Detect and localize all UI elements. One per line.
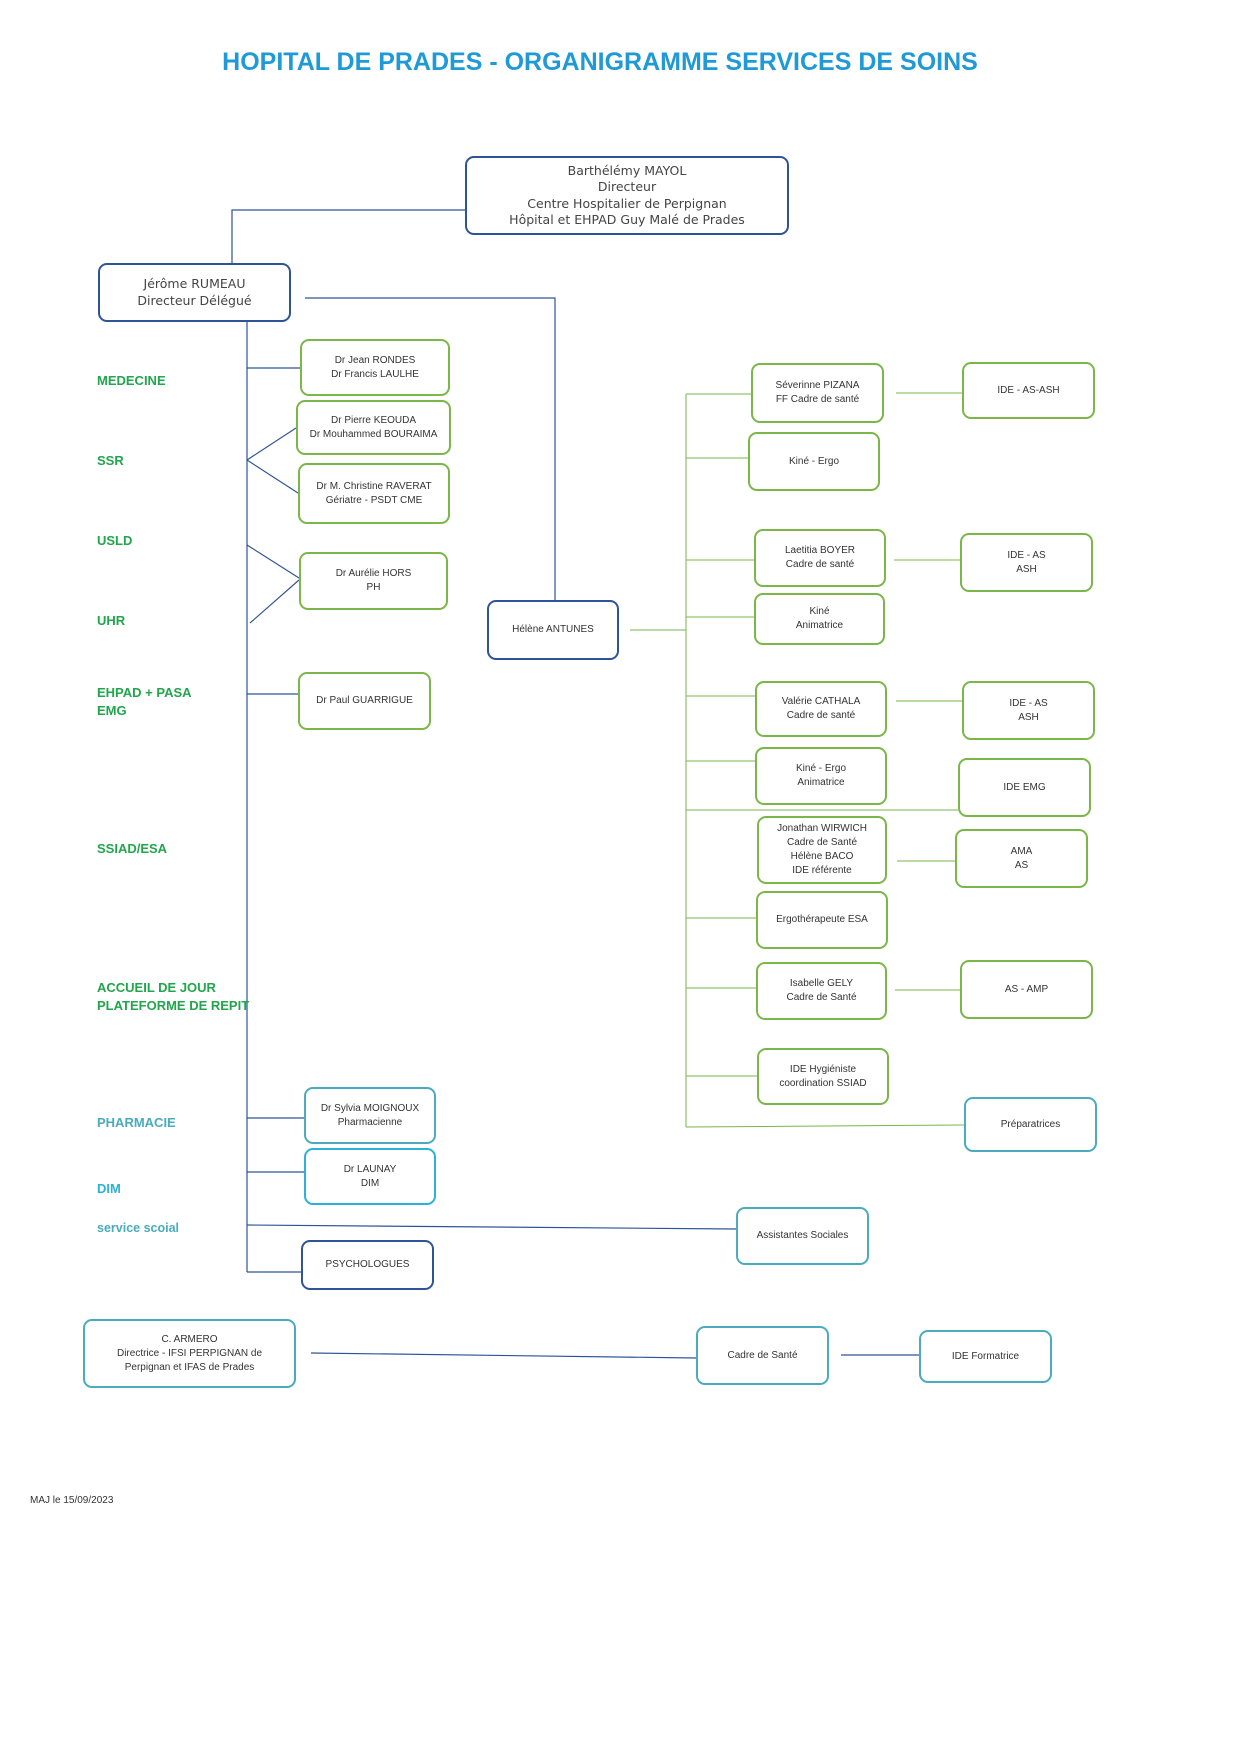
trunk-to-assistantes-line: [246, 1224, 737, 1230]
spine-to-preparatrices-line: [685, 1124, 965, 1128]
service-label-uhr: UHR: [97, 613, 126, 628]
director-site: Hôpital et EHPAD Guy Malé de Prades: [509, 211, 745, 227]
navy-connectors: [231, 209, 919, 1359]
ifsi-box-cadre: Cadre de Santé: [696, 1326, 829, 1385]
doctor-box-guarrigue: Dr Paul GUARRIGUE: [298, 672, 431, 730]
ifsi-box-formatrice: IDE Formatrice: [919, 1330, 1052, 1383]
staff-box-as-amp: AS - AMP: [960, 960, 1093, 1019]
service-label-pharmacie: PHARMACIE: [97, 1115, 176, 1130]
cadre-box-ergo: Ergothérapeute ESA: [756, 891, 888, 949]
service-label-ssiad: SSIAD/ESA: [97, 841, 168, 856]
service-label-dim: DIM: [97, 1181, 121, 1196]
staff-box-ide-as-ash-1: IDE - AS-ASH: [962, 362, 1095, 419]
green-connectors: [630, 392, 965, 1128]
director-org: Centre Hospitalier de Perpignan: [527, 195, 727, 211]
service-label-medecine: MEDECINE: [97, 373, 166, 388]
delegate-box: Jérôme RUMEAU Directeur Délégué: [98, 263, 291, 322]
armero-to-cadre-line: [310, 1352, 697, 1359]
director-role: Directeur: [597, 179, 657, 195]
trunk-to-keouda-line: [246, 427, 297, 461]
director-to-delegate-line: [231, 209, 465, 263]
psychologues-box: PSYCHOLOGUES: [301, 1240, 434, 1290]
delegate-role: Directeur Délégué: [137, 292, 252, 308]
cadre-box-kine1: Kiné - Ergo: [748, 432, 880, 491]
page-title: HOPITAL DE PRADES - ORGANIGRAMME SERVICE…: [222, 48, 978, 76]
director-name: Barthélémy MAYOL: [567, 163, 687, 178]
service-label-social: service scoial: [97, 1221, 180, 1235]
antunes-box: Hélène ANTUNES: [487, 600, 619, 660]
service-label-ssr: SSR: [97, 453, 124, 468]
trunk-to-raverat-line: [246, 459, 299, 494]
service-label-usld: USLD: [97, 533, 133, 548]
staff-box-preparatrices: Préparatrices: [964, 1097, 1097, 1152]
staff-box-ide-emg: IDE EMG: [958, 758, 1091, 817]
director-box: Barthélémy MAYOL Directeur Centre Hospit…: [465, 156, 789, 235]
delegate-to-antunes-line: [305, 297, 556, 605]
trunk-to-hors-upper-line: [246, 544, 300, 579]
staff-box-assistantes: Assistantes Sociales: [736, 1207, 869, 1265]
delegate-name: Jérôme RUMEAU: [143, 276, 246, 292]
trunk-to-hors-lower-line: [249, 579, 300, 624]
update-date: MAJ le 15/09/2023: [30, 1495, 114, 1506]
